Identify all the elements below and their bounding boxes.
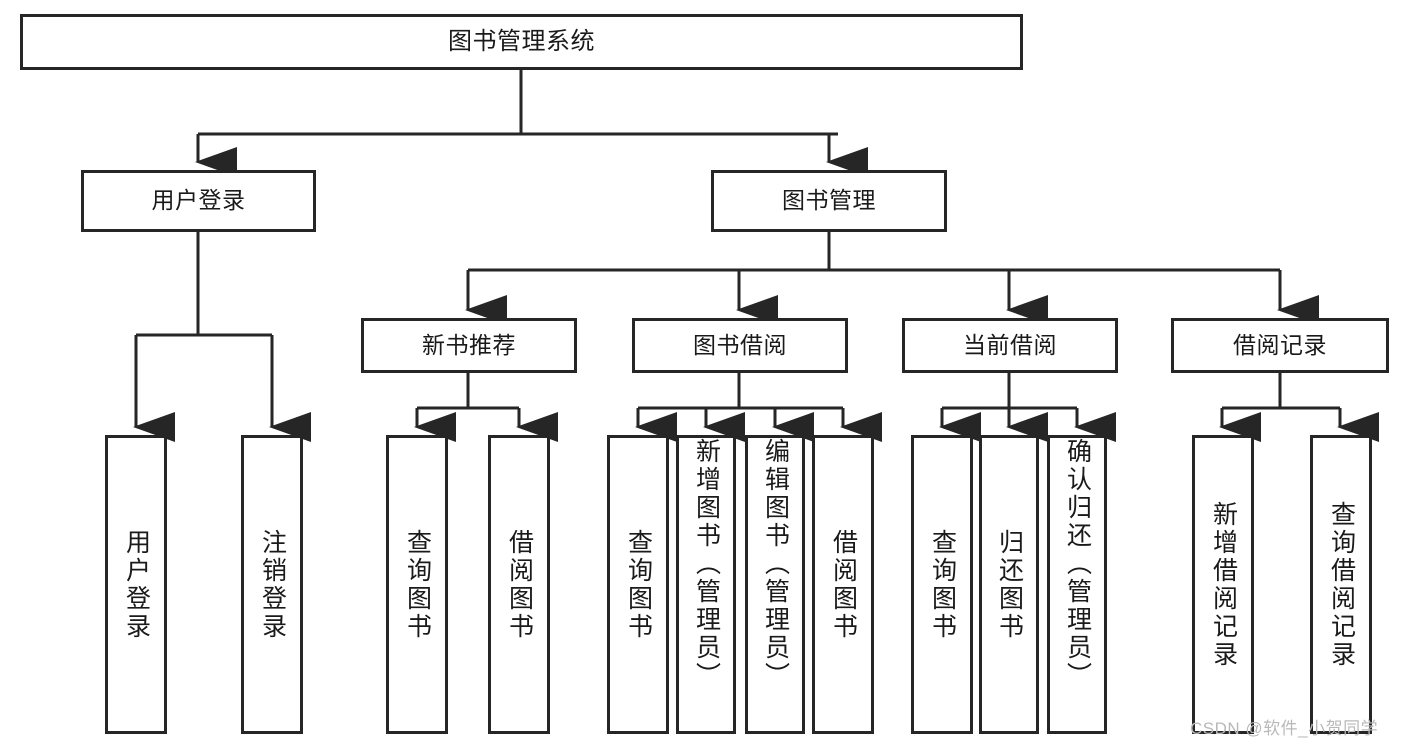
node-label: 查询图书	[403, 528, 432, 641]
node-label: 图书管理系统	[448, 27, 595, 55]
leaf-borrow-record-query[interactable]: 查询借阅记录	[1310, 435, 1372, 734]
node-label: 新增借阅记录	[1209, 500, 1238, 669]
leaf-book-borrow-add[interactable]: 新增图书（管理员）	[676, 435, 736, 734]
leaf-borrow-record-add[interactable]: 新增借阅记录	[1192, 435, 1254, 734]
node-label: 借阅图书	[829, 528, 858, 641]
node-book-borrow[interactable]: 图书借阅	[632, 318, 848, 373]
node-label: 查询借阅记录	[1327, 500, 1356, 669]
leaf-current-borrow-query[interactable]: 查询图书	[911, 435, 973, 734]
node-label: 新书推荐	[422, 331, 516, 358]
leaf-user-login-signout[interactable]: 注销登录	[241, 435, 303, 734]
leaf-current-borrow-return[interactable]: 归还图书	[979, 435, 1039, 734]
node-book-management[interactable]: 图书管理	[711, 170, 947, 232]
node-label: 查询图书	[928, 528, 957, 641]
node-root-system[interactable]: 图书管理系统	[20, 14, 1023, 70]
node-user-login[interactable]: 用户登录	[81, 170, 316, 232]
node-borrow-record[interactable]: 借阅记录	[1171, 318, 1389, 373]
node-label: 新增图书（管理员）	[692, 438, 721, 690]
node-label: 确认归还（管理员）	[1063, 438, 1092, 690]
node-label: 图书借阅	[693, 331, 787, 358]
leaf-book-borrow-edit[interactable]: 编辑图书（管理员）	[745, 435, 805, 734]
node-label: 编辑图书（管理员）	[761, 438, 790, 690]
leaf-new-book-borrow[interactable]: 借阅图书	[488, 435, 550, 734]
node-label: 借阅图书	[505, 528, 534, 641]
node-current-borrow[interactable]: 当前借阅	[902, 318, 1118, 373]
node-label: 查询图书	[624, 528, 653, 641]
node-label: 图书管理	[782, 187, 876, 214]
node-new-book-recommend[interactable]: 新书推荐	[361, 318, 577, 373]
node-label: 归还图书	[995, 528, 1024, 641]
leaf-book-borrow-query[interactable]: 查询图书	[607, 435, 669, 734]
node-label: 借阅记录	[1233, 331, 1327, 358]
leaf-current-borrow-confirm-return[interactable]: 确认归还（管理员）	[1047, 435, 1107, 734]
leaf-new-book-query[interactable]: 查询图书	[386, 435, 448, 734]
node-label: 用户登录	[151, 187, 246, 214]
csdn-watermark: CSDN @软件_小贺同学	[1190, 719, 1379, 738]
node-label: 注销登录	[258, 528, 287, 641]
node-label: 当前借阅	[963, 331, 1057, 358]
leaf-book-borrow-lend[interactable]: 借阅图书	[812, 435, 874, 734]
leaf-user-login-signin[interactable]: 用户登录	[105, 435, 167, 734]
node-label: 用户登录	[122, 528, 151, 641]
